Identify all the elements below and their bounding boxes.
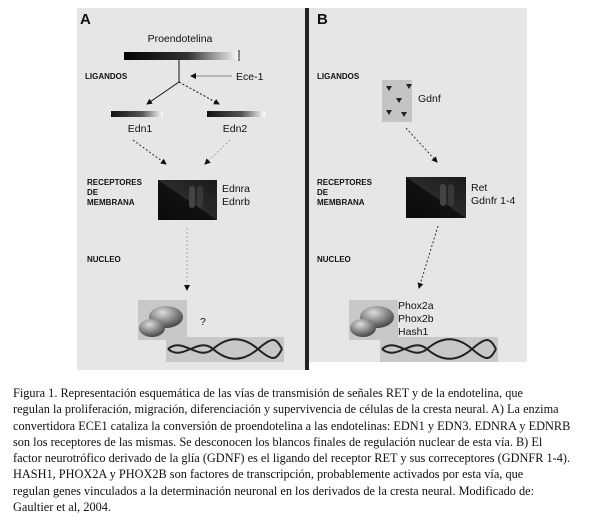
figure-diagram: A Proendotelina LIGANDOS Ece-1 Edn1 Edn2… <box>77 8 527 370</box>
receptor-b-1: Ret <box>471 182 487 194</box>
receptors-label-a-3: MEMBRANA <box>87 198 135 207</box>
nucleus-label-b: NUCLEO <box>317 255 351 264</box>
nucleus-label-a: NUCLEO <box>87 255 121 264</box>
caption-line: HASH1, PHOX2A y PHOX2B son factores de t… <box>13 467 524 482</box>
receptors-label-b-1: RECEPTORES <box>317 178 373 187</box>
caption-line: factor neurotrófico derivado de la glía … <box>13 451 571 466</box>
proendotelina-bar <box>124 52 240 60</box>
ligand-b: Gdnf <box>418 93 441 105</box>
caption-line: regulan la proliferación, migración, dif… <box>13 402 559 417</box>
edn2-bar <box>207 111 265 117</box>
receptors-label-a-2: DE <box>87 188 99 197</box>
caption-line: Figura 1. Representación esquemática de … <box>13 386 523 400</box>
nuclear-target-a: ? <box>200 316 206 328</box>
nucleus-image-b <box>349 300 398 340</box>
receptor-image-a <box>158 180 217 220</box>
ligands-label-a: LIGANDOS <box>85 72 128 81</box>
caption-line: Gaultier et al, 2004. <box>13 500 112 515</box>
caption-line: convertidora ECE1 cataliza la conversión… <box>13 418 571 433</box>
figure-caption: Figura 1. Representación esquemática de … <box>13 385 603 515</box>
ligand-2-label: Edn2 <box>223 123 248 135</box>
precursor-label: Proendotelina <box>148 33 213 45</box>
enzyme-label: Ece-1 <box>236 71 264 83</box>
edn1-bar <box>111 111 163 117</box>
receptor-image-b <box>406 177 466 218</box>
receptors-label-b-2: DE <box>317 188 329 197</box>
gdnf-image <box>382 80 412 122</box>
panel-a-letter: A <box>80 11 91 28</box>
caption-line: son los receptores de las mismas. Se des… <box>13 434 543 449</box>
receptor-a-2: Ednrb <box>222 196 250 208</box>
nuclear-target-b-2: Phox2b <box>398 313 434 325</box>
nuclear-target-b-3: Hash1 <box>398 326 429 338</box>
panel-b: B LIGANDOS Gdnf RECEPTORES DE MEMBRANA R… <box>309 8 527 362</box>
ligands-label-b: LIGANDOS <box>317 72 360 81</box>
nuclear-target-b-1: Phox2a <box>398 300 434 312</box>
dna-image-b <box>380 337 498 362</box>
caption-line: regulan genes vinculados a la determinac… <box>13 483 535 498</box>
dna-image-a <box>166 337 284 362</box>
panel-divider <box>305 8 309 370</box>
receptor-a-1: Ednra <box>222 183 250 195</box>
receptor-b-2: Gdnfr 1-4 <box>471 195 516 207</box>
panel-b-letter: B <box>317 11 328 28</box>
ligand-1-label: Edn1 <box>128 123 153 135</box>
nucleus-image-a <box>138 300 187 340</box>
receptors-label-b-3: MEMBRANA <box>317 198 365 207</box>
receptors-label-a-1: RECEPTORES <box>87 178 143 187</box>
panel-a: A Proendotelina LIGANDOS Ece-1 Edn1 Edn2… <box>77 8 309 370</box>
